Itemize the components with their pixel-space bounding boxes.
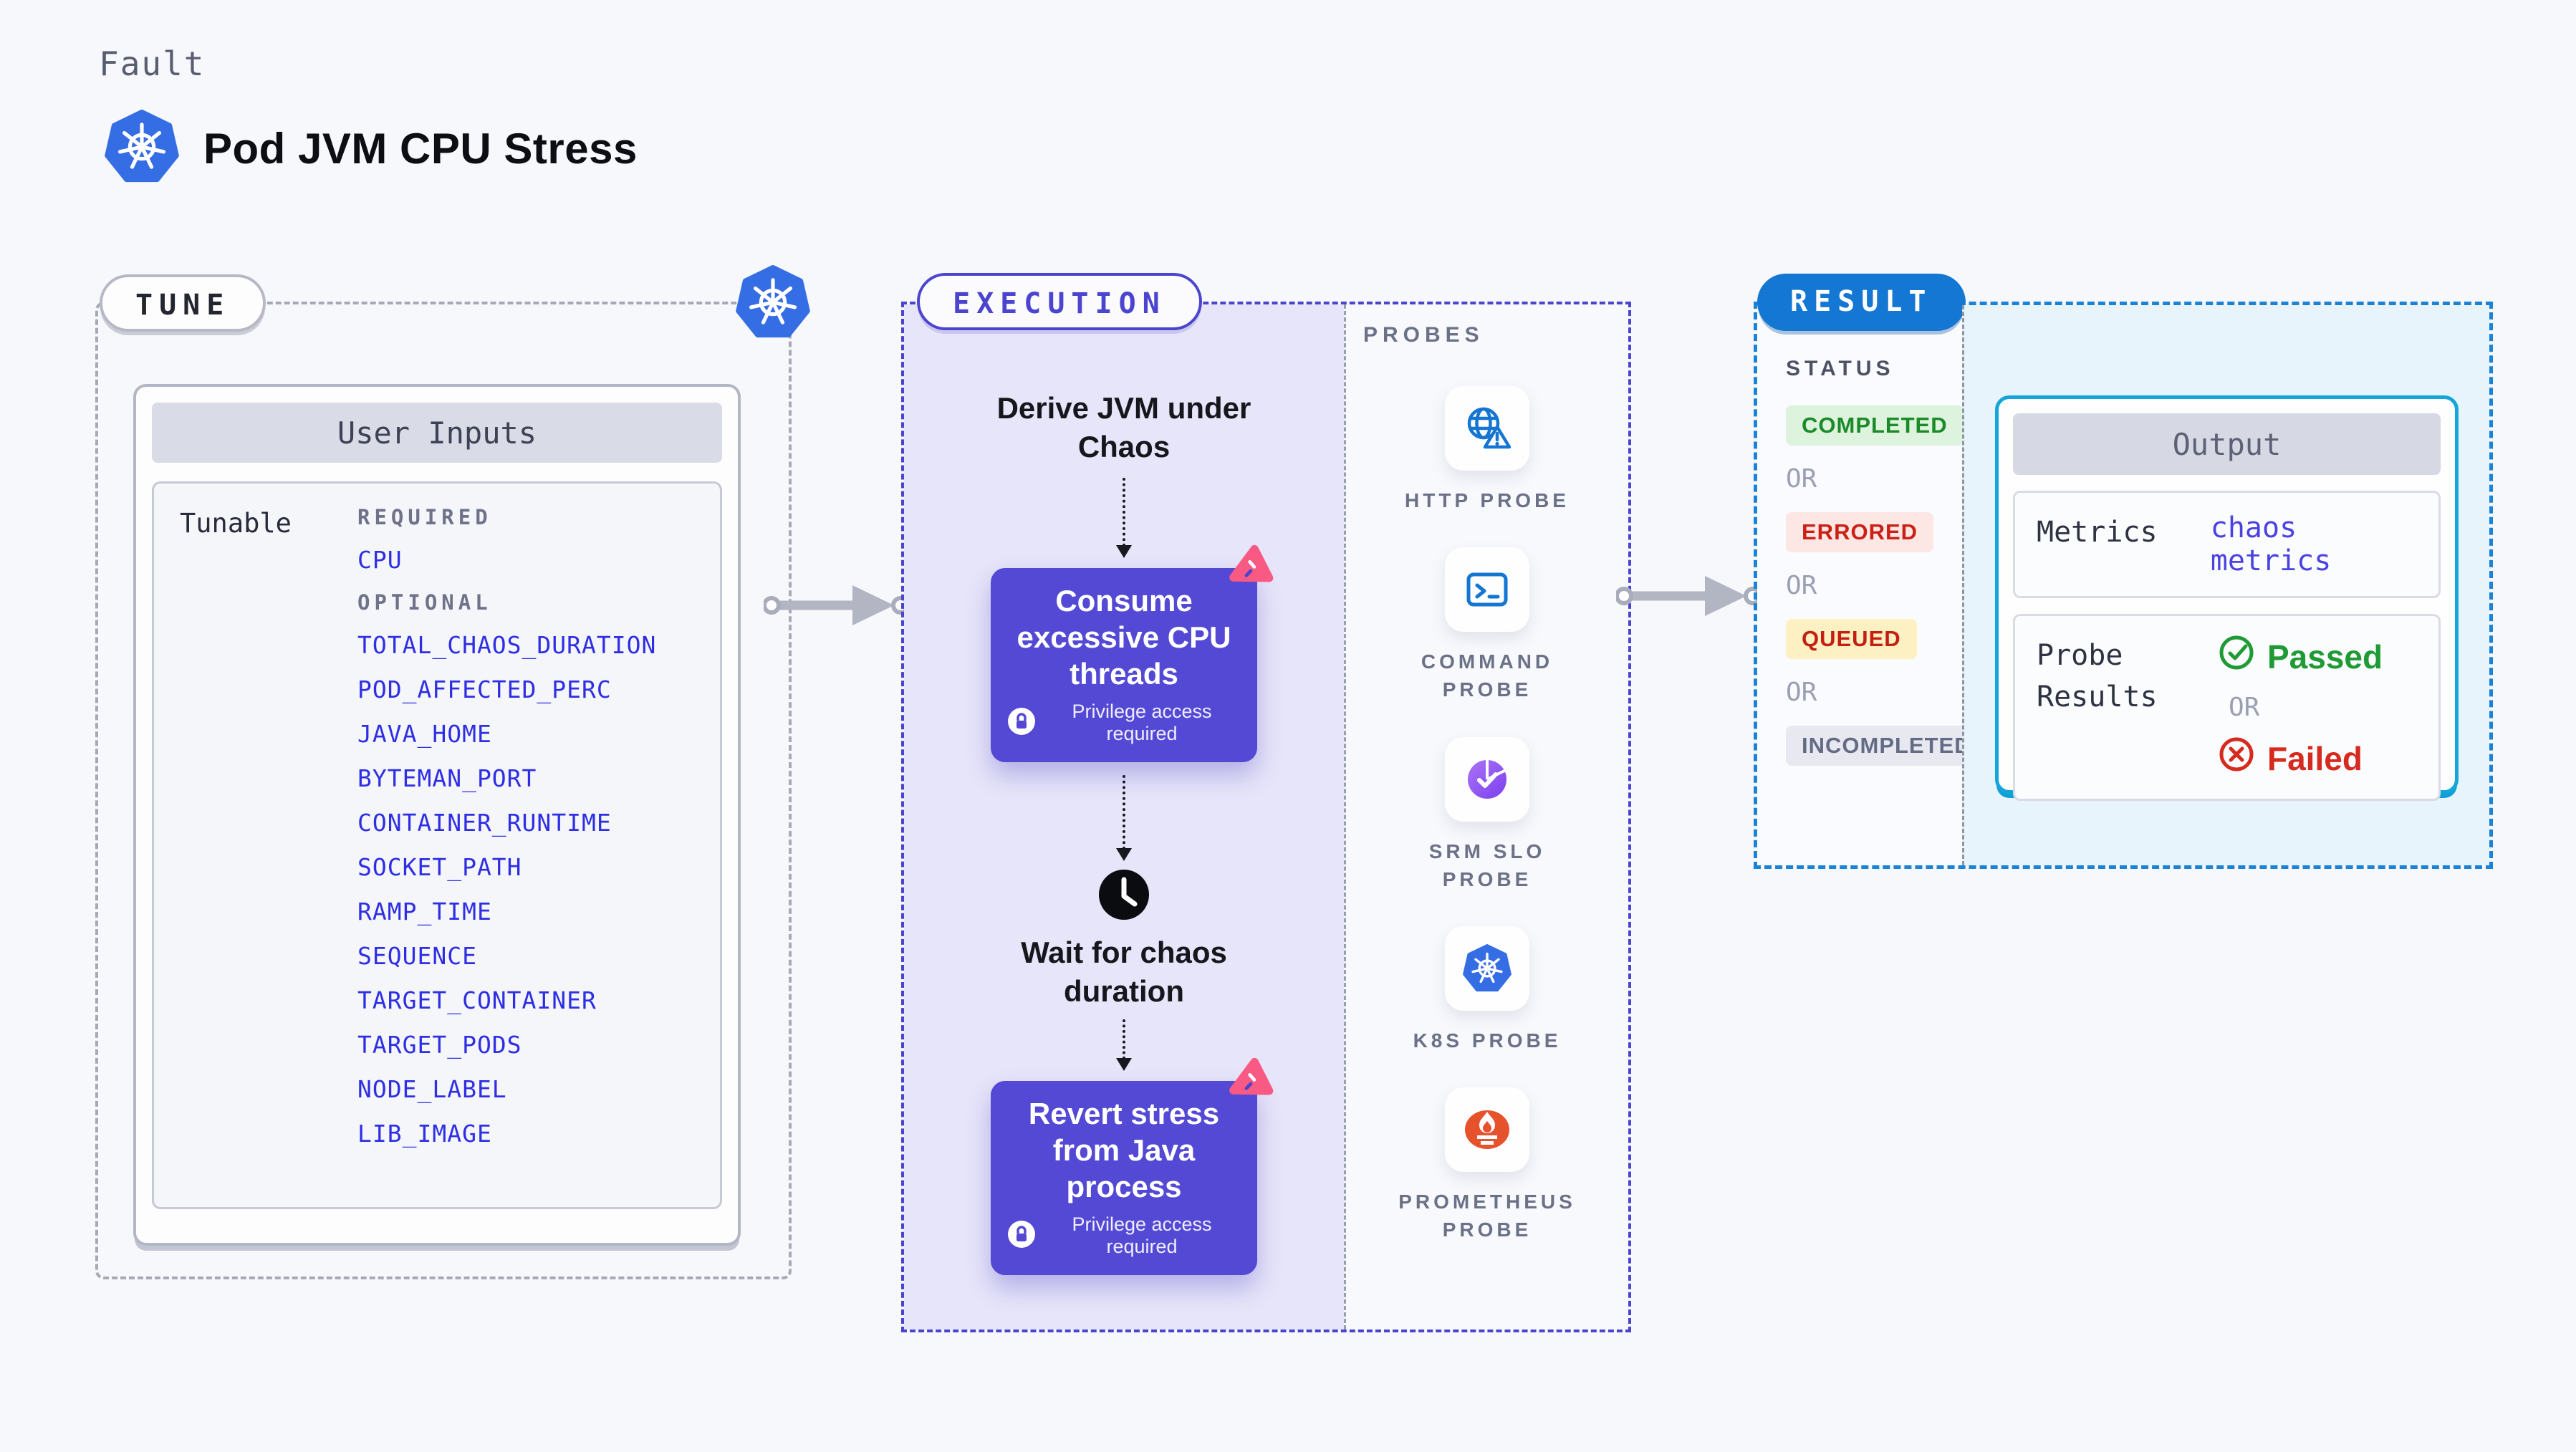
metrics-value: chaos metrics xyxy=(2210,511,2332,577)
clock-icon xyxy=(1097,868,1150,925)
param-item: LIB_IMAGE xyxy=(357,1120,492,1148)
command-probe-icon xyxy=(1445,547,1529,633)
probe-k8s: K8S PROBE xyxy=(1394,925,1580,1054)
chaos-icon xyxy=(1229,544,1276,592)
tune-badge: TUNE xyxy=(100,274,266,332)
status-badge-incompleted: INCOMPLETED xyxy=(1786,726,1987,766)
status-badge-completed: COMPLETED xyxy=(1786,405,1964,446)
probe-label: PROMETHEUS PROBE xyxy=(1398,1191,1576,1241)
param-item: RAMP_TIME xyxy=(357,898,492,925)
param-item: NODE_LABEL xyxy=(357,1075,507,1103)
flow-connector xyxy=(1116,1019,1132,1071)
passed-label: Passed xyxy=(2267,638,2383,675)
lock-icon xyxy=(1008,707,1035,739)
flow-connector xyxy=(1116,477,1132,558)
or-label: OR xyxy=(1786,464,1817,494)
srm-slo-probe-icon xyxy=(1445,736,1529,822)
result-badge: RESULT xyxy=(1757,274,1966,331)
x-circle-icon xyxy=(2219,736,2254,780)
param-item: TARGET_CONTAINER xyxy=(357,986,597,1014)
lock-icon xyxy=(1008,1220,1035,1251)
probes-panel: PROBES xyxy=(1344,304,1628,1330)
output-area: Output Metrics chaos metrics Probe Resul… xyxy=(1962,305,2489,865)
kubernetes-icon xyxy=(736,263,810,345)
kubernetes-icon xyxy=(105,107,179,190)
action-revert-stress: Revert stress from Java process Privileg… xyxy=(991,1057,1274,1276)
probe-command: COMMAND PROBE xyxy=(1394,547,1580,703)
param-item: POD_AFFECTED_PERC xyxy=(357,675,612,703)
user-inputs-list: Tunable REQUIRED CPU OPTIONAL TOTAL_CHAO… xyxy=(152,481,722,1209)
probe-label: K8S PROBE xyxy=(1413,1029,1562,1052)
action-title: Revert stress from Java process xyxy=(1028,1096,1220,1204)
tune-section: TUNE User Inputs Tunable REQUIRED CPU OP… xyxy=(95,302,792,1279)
page-title: Pod JVM CPU Stress xyxy=(203,125,638,173)
probe-results-row: Probe Results Passed OR xyxy=(2013,614,2441,801)
probe-failed: Failed xyxy=(2219,736,2383,780)
step-derive-jvm: Derive JVM under Chaos xyxy=(996,391,1251,463)
output-card: Output Metrics chaos metrics Probe Resul… xyxy=(1995,395,2459,801)
user-inputs-title: User Inputs xyxy=(152,403,722,463)
or-label: OR xyxy=(1786,571,1817,600)
privilege-note: Privilege access required xyxy=(1072,1213,1212,1258)
http-probe-icon xyxy=(1445,386,1529,471)
probe-srm-slo: SRM SLO PROBE xyxy=(1394,736,1580,893)
or-label: OR xyxy=(1786,678,1817,707)
prometheus-probe-icon xyxy=(1445,1087,1529,1173)
param-item: TARGET_PODS xyxy=(357,1031,522,1059)
optional-label: OPTIONAL xyxy=(357,590,492,615)
required-label: REQUIRED xyxy=(357,505,492,529)
or-label: OR xyxy=(2229,693,2260,722)
status-column: STATUS COMPLETED OR ERRORED OR QUEUED OR… xyxy=(1757,305,1987,865)
param-item: SOCKET_PATH xyxy=(357,853,522,881)
user-inputs-card: User Inputs Tunable REQUIRED CPU OPTIONA… xyxy=(133,384,741,1246)
output-title: Output xyxy=(2013,413,2441,475)
param-item: JAVA_HOME xyxy=(357,720,492,748)
check-circle-icon xyxy=(2219,635,2254,678)
title-row: Pod JVM CPU Stress xyxy=(105,107,638,190)
action-consume-cpu: Consume excessive CPU threads Privilege … xyxy=(991,544,1274,763)
flow-connector xyxy=(1116,775,1132,862)
probe-label: HTTP PROBE xyxy=(1405,489,1570,511)
execution-to-result-arrow xyxy=(1616,576,1761,616)
probes-label: PROBES xyxy=(1363,323,1484,347)
status-badge-queued: QUEUED xyxy=(1786,619,1917,659)
execution-section: EXECUTION Derive JVM under Chaos Consume… xyxy=(901,273,1631,1332)
probe-http: HTTP PROBE xyxy=(1394,386,1580,514)
probe-results-label: Probe Results xyxy=(2037,639,2158,713)
param-item: CPU xyxy=(357,546,403,574)
failed-label: Failed xyxy=(2267,739,2363,777)
metrics-row: Metrics chaos metrics xyxy=(2013,491,2441,598)
chaos-icon xyxy=(1229,1057,1276,1105)
probe-label: COMMAND PROBE xyxy=(1421,650,1554,701)
privilege-note: Privilege access required xyxy=(1072,701,1212,745)
probe-label: SRM SLO PROBE xyxy=(1428,840,1546,890)
probe-passed: Passed xyxy=(2219,635,2383,678)
step-wait-duration: Wait for chaos duration xyxy=(1021,936,1227,1008)
status-badge-errored: ERRORED xyxy=(1786,512,1934,552)
param-item: CONTAINER_RUNTIME xyxy=(357,809,612,837)
tune-to-execution-arrow xyxy=(764,585,908,625)
execution-badge: EXECUTION xyxy=(917,273,1202,330)
param-item: SEQUENCE xyxy=(357,942,477,970)
metrics-label: Metrics xyxy=(2037,516,2158,549)
result-section: RESULT STATUS COMPLETED OR ERRORED OR QU… xyxy=(1754,274,2493,869)
param-item: BYTEMAN_PORT xyxy=(357,764,537,792)
status-label: STATUS xyxy=(1786,357,1895,380)
fault-kicker: Fault xyxy=(99,44,206,83)
execution-flow: Derive JVM under Chaos Consume excessive… xyxy=(904,304,1344,1330)
action-title: Consume excessive CPU threads xyxy=(1017,583,1231,691)
probe-prometheus: PROMETHEUS PROBE xyxy=(1394,1087,1580,1244)
k8s-probe-icon xyxy=(1445,925,1529,1011)
param-item: TOTAL_CHAOS_DURATION xyxy=(357,631,657,659)
tunable-row-label: Tunable xyxy=(180,508,292,539)
